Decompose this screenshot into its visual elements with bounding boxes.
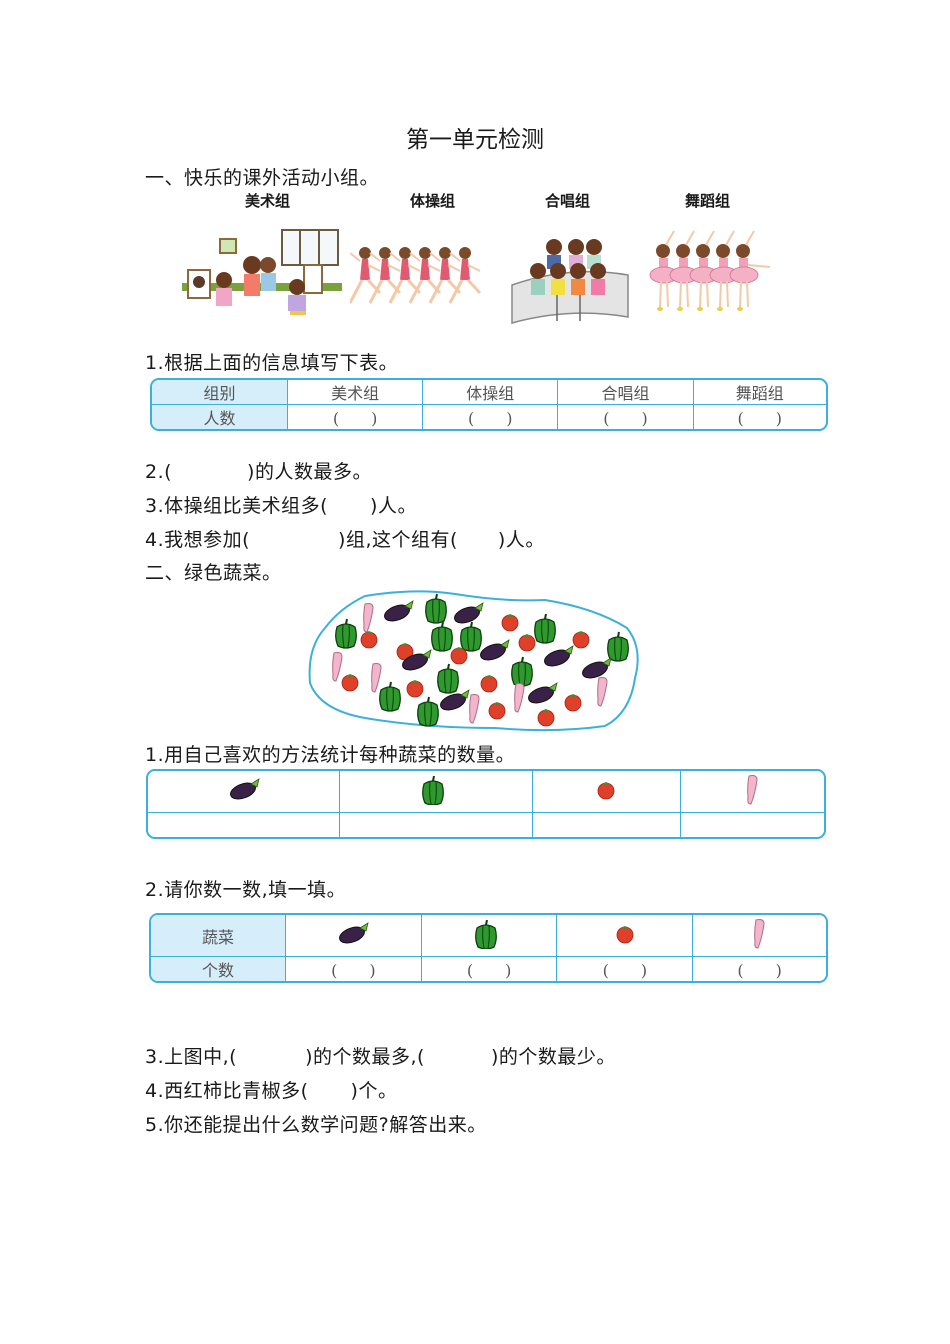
- q2-3-middle: )的个数最多,(: [305, 1046, 425, 1068]
- vegetable-count-table: 蔬菜 个数 ( ) ( ) ( ) ( ): [149, 913, 828, 983]
- tally-table: [146, 769, 826, 839]
- q2-prefix: 2.(: [145, 461, 173, 483]
- question-1-2: 2.( )的人数最多。: [145, 457, 372, 484]
- header-eggplant: [286, 915, 422, 957]
- question-1-4: 4.我想参加( )组,这个组有( )人。: [145, 525, 545, 552]
- tally-answer-tomato[interactable]: [533, 813, 682, 837]
- question-2-2: 2.请你数一数,填一填。: [145, 879, 347, 901]
- answer-dance-count[interactable]: ( ): [737, 409, 783, 428]
- header-art: 美术组: [288, 380, 424, 405]
- page-title: 第一单元检测: [406, 127, 544, 153]
- question-1-1: 1.根据上面的信息填写下表。: [145, 352, 399, 374]
- q2-3-prefix: 3.上图中,(: [145, 1046, 238, 1068]
- q2-suffix: )的人数最多。: [247, 461, 372, 483]
- tally-eggplant-cell: [148, 771, 341, 813]
- tally-answer-eggplant[interactable]: [148, 813, 341, 837]
- radish-icon: [753, 918, 765, 948]
- question-2-1: 1.用自己喜欢的方法统计每种蔬菜的数量。: [145, 744, 516, 766]
- question-2-3: 3.上图中,( )的个数最多,( )的个数最少。: [145, 1042, 616, 1069]
- tally-answer-radish[interactable]: [681, 813, 824, 837]
- eggplant-icon: [227, 778, 260, 803]
- header-pepper: [421, 915, 558, 957]
- choir-illustration-icon: [511, 239, 629, 324]
- answer-radish-count[interactable]: ( ): [737, 961, 782, 980]
- radish-icon: [746, 774, 758, 804]
- q2-3-suffix: )的个数最少。: [490, 1046, 616, 1068]
- q4-middle: )组,这个组有(: [338, 529, 458, 551]
- tally-tomato-cell: [532, 771, 682, 813]
- section1-heading: 一、快乐的课外活动小组。: [145, 167, 380, 189]
- group-label-choir: 合唱组: [545, 192, 591, 210]
- vegetable-collection-icon: [308, 590, 639, 732]
- group-label-art: 美术组: [245, 192, 291, 210]
- header-group: 组别: [152, 380, 288, 405]
- question-2-5: 5.你还能提出什么数学问题?解答出来。: [145, 1114, 487, 1136]
- q2-4-suffix: )个。: [350, 1080, 398, 1102]
- green-pepper-icon: [474, 918, 498, 950]
- question-1-3: 3.体操组比美术组多( )人。: [145, 491, 417, 518]
- q4-suffix: )人。: [497, 529, 545, 551]
- row-label-count: 人数: [152, 405, 288, 429]
- group-count-table: 组别 美术组 体操组 合唱组 舞蹈组 人数 ( ) ( ) ( ) ( ): [150, 378, 828, 431]
- q2-4-prefix: 4.西红柿比青椒多(: [145, 1080, 309, 1102]
- section2-heading: 二、绿色蔬菜。: [145, 562, 282, 584]
- tally-radish-cell: [681, 771, 824, 813]
- tomato-icon: [616, 925, 634, 943]
- tomato-icon: [597, 781, 615, 799]
- row-label-vegetable: 蔬菜: [151, 915, 286, 957]
- header-tomato: [557, 915, 694, 957]
- green-pepper-icon: [421, 774, 445, 806]
- tally-answer-pepper[interactable]: [340, 813, 533, 837]
- gymnastics-illustration-icon: [350, 245, 482, 305]
- art-class-illustration-icon: [182, 229, 342, 315]
- answer-gymnastics-count[interactable]: ( ): [423, 405, 559, 429]
- answer-art-count[interactable]: ( ): [288, 405, 424, 429]
- answer-eggplant-count[interactable]: ( ): [286, 957, 422, 981]
- eggplant-icon: [337, 922, 369, 947]
- q4-prefix: 4.我想参加(: [145, 529, 251, 551]
- header-gymnastics: 体操组: [423, 380, 559, 405]
- question-2-4: 4.西红柿比青椒多( )个。: [145, 1076, 397, 1103]
- dance-illustration-icon: [649, 230, 771, 312]
- q3-suffix: )人。: [370, 495, 417, 517]
- q3-prefix: 3.体操组比美术组多(: [145, 495, 329, 517]
- answer-pepper-count[interactable]: ( ): [422, 957, 558, 981]
- header-dance: 舞蹈组: [693, 380, 826, 405]
- answer-choir-count[interactable]: ( ): [558, 405, 694, 429]
- answer-tomato-count[interactable]: ( ): [557, 957, 694, 981]
- header-choir: 合唱组: [558, 380, 694, 405]
- group-label-gymnastics: 体操组: [410, 192, 456, 210]
- group-label-dance: 舞蹈组: [685, 192, 731, 210]
- row-label-quantity: 个数: [151, 957, 286, 981]
- header-radish: [693, 915, 826, 957]
- tally-pepper-cell: [340, 771, 533, 813]
